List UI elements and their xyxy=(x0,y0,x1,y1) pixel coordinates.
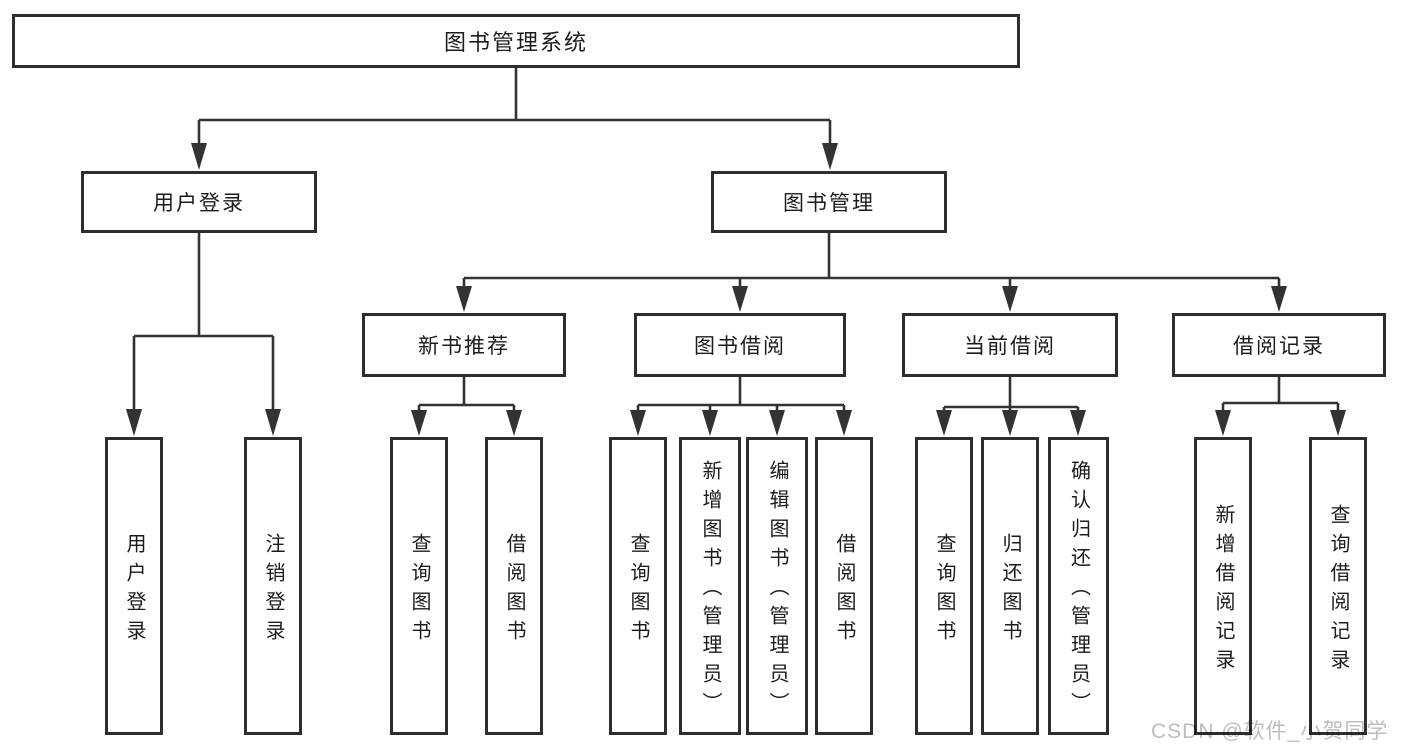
node-leaf-query-books-current: 查询图书 xyxy=(915,437,973,735)
connector-root-to-level2 xyxy=(197,68,832,146)
node-leaf-return-book: 归还图书 xyxy=(981,437,1039,735)
leaf-label: 查询图书 xyxy=(408,532,430,649)
leaf-label: 归还图书 xyxy=(999,532,1021,649)
arrowhead xyxy=(191,143,207,170)
connector-book-borrowing-to-leaves xyxy=(636,377,846,414)
arrowhead xyxy=(1002,410,1018,436)
leaf-label: 编辑图书（管理员） xyxy=(766,460,788,721)
node-leaf-confirm-return-admin: 确认归还（管理员） xyxy=(1048,437,1109,735)
node-leaf-logout: 注销登录 xyxy=(244,437,302,735)
node-user-login: 用户登录 xyxy=(81,171,317,233)
leaf-label: 查询图书 xyxy=(627,532,649,649)
arrowhead xyxy=(1070,410,1086,436)
leaf-label: 借阅图书 xyxy=(833,532,855,649)
connector-borrowing-records-to-leaves xyxy=(1221,377,1340,414)
arrowhead xyxy=(702,410,718,436)
arrowhead xyxy=(1215,410,1231,436)
node-leaf-query-books-borrowing: 查询图书 xyxy=(609,437,667,735)
node-borrowing-records: 借阅记录 xyxy=(1172,313,1386,377)
arrowhead xyxy=(822,143,838,170)
arrowhead xyxy=(456,286,472,312)
connector-user-login-to-leaves xyxy=(132,233,275,412)
leaf-label: 用户登录 xyxy=(123,532,145,649)
arrowhead xyxy=(506,410,522,436)
connector-current-borrowing-to-leaves xyxy=(942,377,1080,414)
node-leaf-user-login: 用户登录 xyxy=(105,437,163,735)
arrowhead xyxy=(126,409,142,436)
arrowhead xyxy=(630,410,646,436)
arrowhead xyxy=(936,410,952,436)
node-book-borrowing: 图书借阅 xyxy=(634,313,846,377)
connector-book-mgmt-to-level3 xyxy=(462,233,1281,290)
node-leaf-add-book-admin: 新增图书（管理员） xyxy=(679,437,741,735)
arrowhead xyxy=(732,286,748,312)
arrowheads xyxy=(126,143,1346,436)
node-book-management: 图书管理 xyxy=(711,171,947,233)
node-leaf-borrow-books-borrowing: 借阅图书 xyxy=(815,437,873,735)
node-new-book-recommendation: 新书推荐 xyxy=(362,313,566,377)
arrowhead xyxy=(836,410,852,436)
arrowhead xyxy=(265,409,281,436)
node-current-borrowing: 当前借阅 xyxy=(902,313,1118,377)
leaf-label: 借阅图书 xyxy=(503,532,525,649)
leaf-label: 新增借阅记录 xyxy=(1212,503,1234,678)
arrowhead xyxy=(769,410,785,436)
leaf-label: 注销登录 xyxy=(262,532,284,649)
node-library-management-system: 图书管理系统 xyxy=(12,14,1020,68)
csdn-watermark: CSDN @软件_小贺同学 xyxy=(1151,720,1389,743)
node-leaf-borrow-books-recommend: 借阅图书 xyxy=(485,437,543,735)
leaf-label: 新增图书（管理员） xyxy=(699,460,721,721)
leaf-label: 查询图书 xyxy=(933,532,955,649)
arrowhead xyxy=(1271,286,1287,312)
arrowhead xyxy=(1002,286,1018,312)
arrowhead xyxy=(1330,410,1346,436)
node-leaf-query-borrowing-record: 查询借阅记录 xyxy=(1309,437,1367,735)
node-leaf-edit-book-admin: 编辑图书（管理员） xyxy=(746,437,808,735)
node-leaf-query-books-recommend: 查询图书 xyxy=(390,437,448,735)
node-leaf-add-borrowing-record: 新增借阅记录 xyxy=(1194,437,1252,735)
leaf-label: 查询借阅记录 xyxy=(1327,503,1349,678)
arrowhead xyxy=(411,410,427,436)
connector-new-book-rec-to-leaves xyxy=(417,377,516,414)
leaf-label: 确认归还（管理员） xyxy=(1067,460,1090,721)
